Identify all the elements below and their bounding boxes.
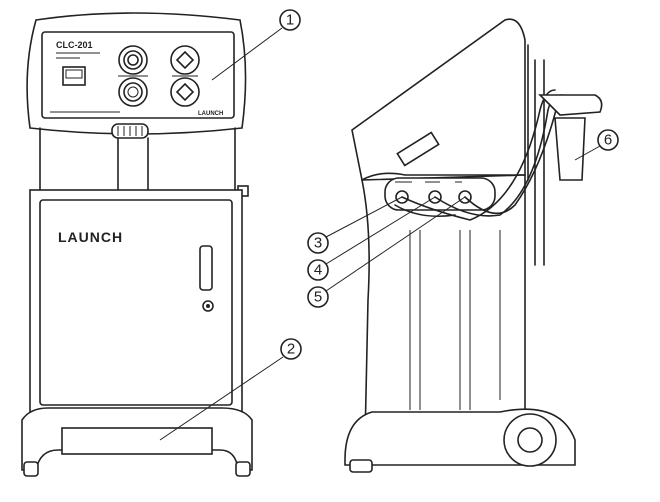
gauge-knob — [170, 45, 200, 75]
door-handle — [199, 245, 213, 291]
side-view-machine — [344, 18, 603, 473]
callout-2: 2 — [159, 338, 302, 441]
callout-3: 3 — [307, 196, 403, 254]
gauge-knob — [118, 77, 148, 107]
svg-text:1: 1 — [286, 12, 294, 29]
gauge-knob — [170, 77, 200, 107]
svg-text:3: 3 — [314, 235, 322, 252]
cabinet-door — [39, 199, 233, 406]
collection-cup — [554, 117, 586, 181]
hose-holder — [538, 94, 603, 116]
callout-1: 1 — [211, 9, 301, 81]
panel-brand-label: LAUNCH — [198, 111, 223, 117]
head-housing — [351, 18, 526, 182]
svg-text:5: 5 — [314, 289, 322, 306]
front-view-machine: CLC-201 LAUNCH LAUNCH — [21, 12, 253, 477]
carry-handle — [396, 131, 440, 167]
svg-text:2: 2 — [287, 341, 295, 358]
gauge-knob — [118, 45, 148, 75]
display-screen — [62, 66, 86, 86]
caster-wheel — [235, 461, 251, 477]
callout-4: 4 — [307, 196, 436, 281]
panel-model-label: CLC-201 — [56, 40, 93, 50]
callout-5: 5 — [307, 196, 466, 308]
svg-text:6: 6 — [604, 132, 612, 149]
caster-wheel — [23, 461, 39, 477]
base-tray — [61, 427, 213, 455]
callout-6: 6 — [574, 129, 619, 161]
svg-text:4: 4 — [314, 262, 322, 279]
door-brand-label: LAUNCH — [58, 229, 123, 245]
front-caster — [349, 459, 373, 473]
